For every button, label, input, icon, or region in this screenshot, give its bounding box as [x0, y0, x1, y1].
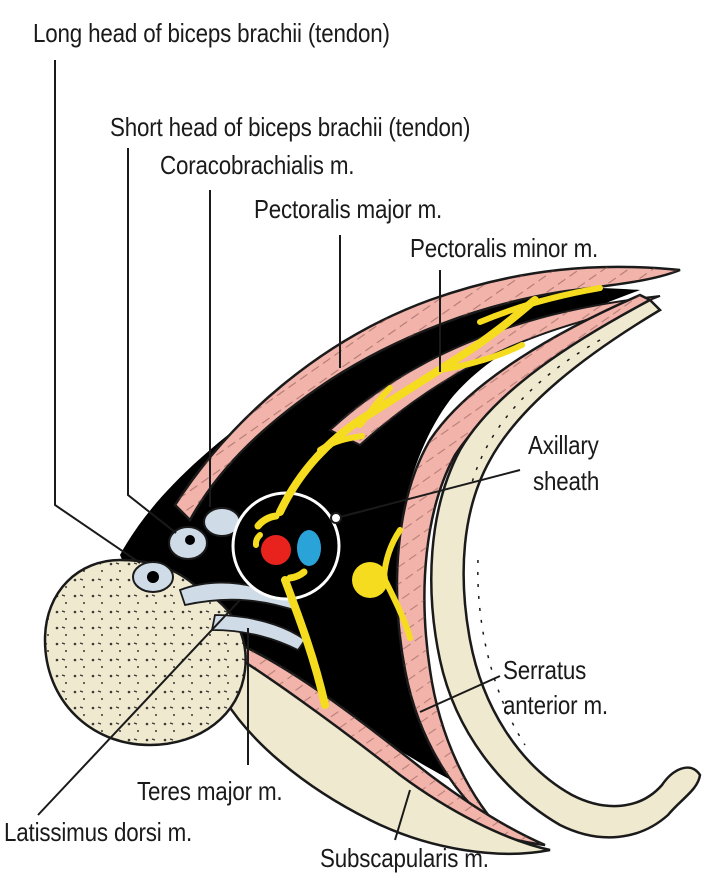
label-coracobrachialis: Coracobrachialis m. [160, 150, 354, 181]
label-axillary-sheath-line1: Axillary [528, 430, 599, 461]
label-short-head-biceps: Short head of biceps brachii (tendon) [110, 112, 470, 143]
label-subscapularis: Subscapularis m. [320, 843, 489, 874]
leader-short-head [128, 148, 176, 533]
label-pectoralis-minor: Pectoralis minor m. [410, 233, 598, 264]
axillary-vein [297, 530, 321, 566]
lymph-node [352, 562, 388, 598]
label-long-head-biceps: Long head of biceps brachii (tendon) [33, 18, 390, 49]
label-serratus-anterior-line1: Serratus [503, 655, 586, 686]
rib-chest-wall [431, 300, 700, 837]
label-axillary-sheath-line2: sheath [533, 466, 599, 497]
axillary-artery [261, 535, 291, 565]
label-teres-major: Teres major m. [137, 776, 282, 807]
label-pectoralis-major: Pectoralis major m. [254, 194, 442, 225]
label-serratus-anterior-line2: anterior m. [503, 690, 608, 721]
label-latissimus-dorsi: Latissimus dorsi m. [4, 817, 192, 848]
